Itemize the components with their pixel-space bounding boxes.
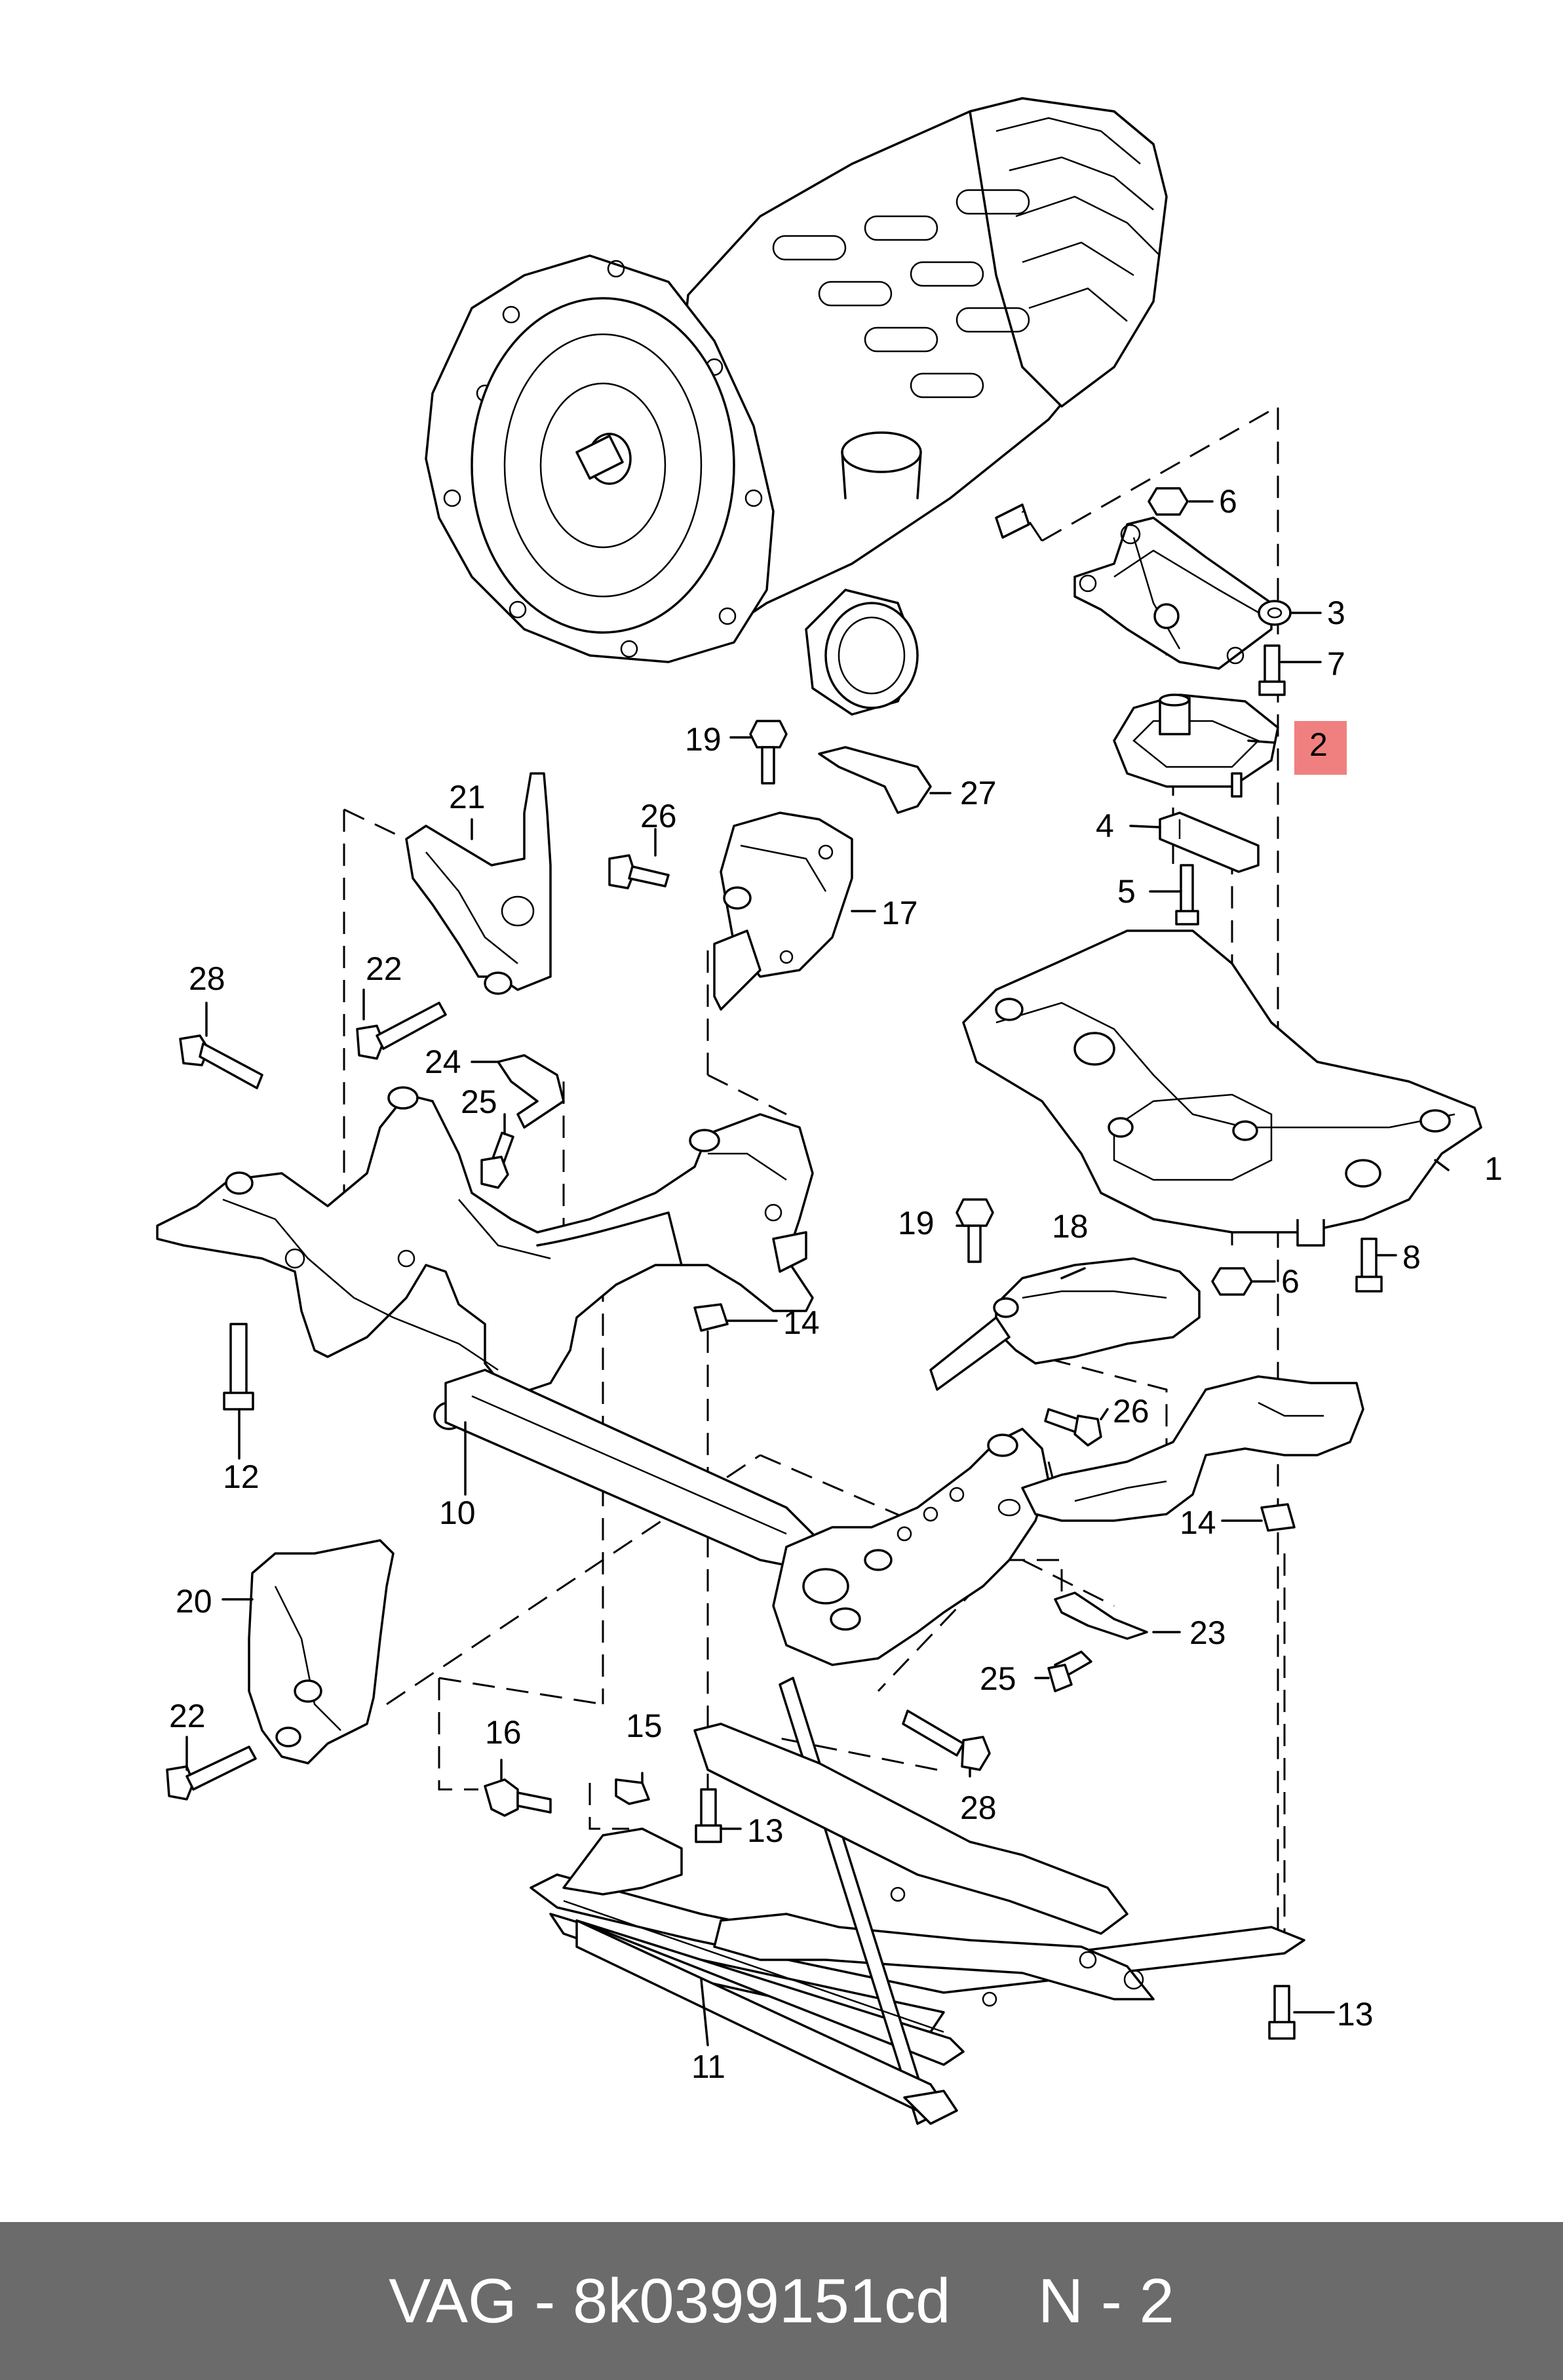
bolt-5 [1175,864,1199,926]
callout-13-right: 13 [1337,1996,1374,2033]
callout-14-right: 14 [1180,1504,1216,1541]
leader-lines [185,500,1450,2046]
bolt-8 [1355,1238,1383,1293]
engine-mount-2 [1113,693,1279,798]
brace-11 [530,1677,1305,2125]
bolt-19-right [955,1198,994,1263]
bracket-21 [405,772,552,995]
callout-23: 23 [1189,1614,1226,1651]
callout-6-bottom: 6 [1281,1263,1300,1300]
callout-26-right: 26 [1113,1393,1149,1430]
callout-28-left: 28 [189,960,225,997]
callout-14-left: 14 [783,1304,820,1341]
bolt-25-right [1047,1650,1092,1692]
bolt-15 [615,1778,650,1805]
callout-24: 24 [425,1044,461,1080]
callout-19-top: 19 [685,721,722,758]
bolt-13-right [1268,1985,1296,2040]
bolt-22-bottom [166,1746,257,1801]
bracket-18 [929,1257,1201,1391]
bracket-4 [1159,811,1260,873]
callout-1: 1 [1484,1150,1503,1187]
bracket-20 [248,1539,395,1765]
callout-12: 12 [223,1458,260,1495]
bracket-24 [497,1054,565,1129]
callout-19-right: 19 [898,1205,935,1241]
callout-13-left: 13 [747,1812,784,1849]
bolt-7 [1258,644,1286,696]
callout-3: 3 [1327,595,1345,631]
callout-17: 17 [881,895,918,931]
bolt-13-left [695,1788,722,1843]
callout-4: 4 [1096,808,1114,844]
callout-6-top: 6 [1219,483,1237,520]
callout-25-left: 25 [461,1083,497,1120]
callout-26-top: 26 [640,798,677,834]
bolt-28-bottom [902,1709,991,1771]
highlight-box-part-2 [1294,721,1347,775]
bolt-26-right [1044,1408,1102,1447]
callout-7: 7 [1327,646,1345,682]
nut-14-left [693,1303,729,1332]
callout-22-bottom: 22 [169,1698,206,1734]
part-number-caption: VAG - 8k0399151cd N - 2 [389,2265,1174,2336]
crossmember-1 [962,929,1482,1247]
callout-10: 10 [439,1494,476,1531]
mount-bracket-3 [1073,517,1273,670]
callout-22-top: 22 [366,950,402,987]
callout-25-right: 25 [980,1660,1016,1697]
bracket-17 [713,811,853,1011]
callout-8: 8 [1402,1239,1421,1276]
callout-21: 21 [449,779,486,815]
nut-6-bottom [1211,1267,1253,1296]
bolt-22-top [356,1002,447,1060]
nut-6-top [1148,487,1189,516]
bolt-25-left [480,1131,514,1189]
callout-5: 5 [1117,873,1136,910]
callout-27: 27 [960,775,997,811]
bolt-12 [223,1323,254,1411]
bolt-28-left [179,1034,263,1089]
callout-15: 15 [626,1707,663,1744]
bracket-23 [1054,1591,1148,1640]
bolt-26-top [608,854,670,889]
callout-18: 18 [1052,1208,1089,1245]
nut-14-right [1260,1503,1296,1532]
callout-16: 16 [485,1714,522,1751]
transmission-drawing [425,97,1168,716]
washer-3 [1258,600,1292,626]
bolt-19-top [749,720,788,785]
callout-labels: 1 2 3 4 5 6 6 7 8 10 11 12 13 13 14 14 1… [169,483,1503,2085]
pin-16 [484,1778,552,1817]
footer-bar: VAG - 8k0399151cd N - 2 [0,2222,1563,2380]
callout-2: 2 [1309,726,1328,763]
bracket-27 [818,746,932,814]
callout-11: 11 [691,2048,725,2085]
callout-20: 20 [176,1583,212,1620]
exploded-parts-diagram: 1 2 3 4 5 6 6 7 8 10 11 12 13 13 14 14 1… [156,97,1503,2125]
subframe-10 [156,1086,1364,1666]
callout-28-bottom: 28 [960,1789,997,1826]
